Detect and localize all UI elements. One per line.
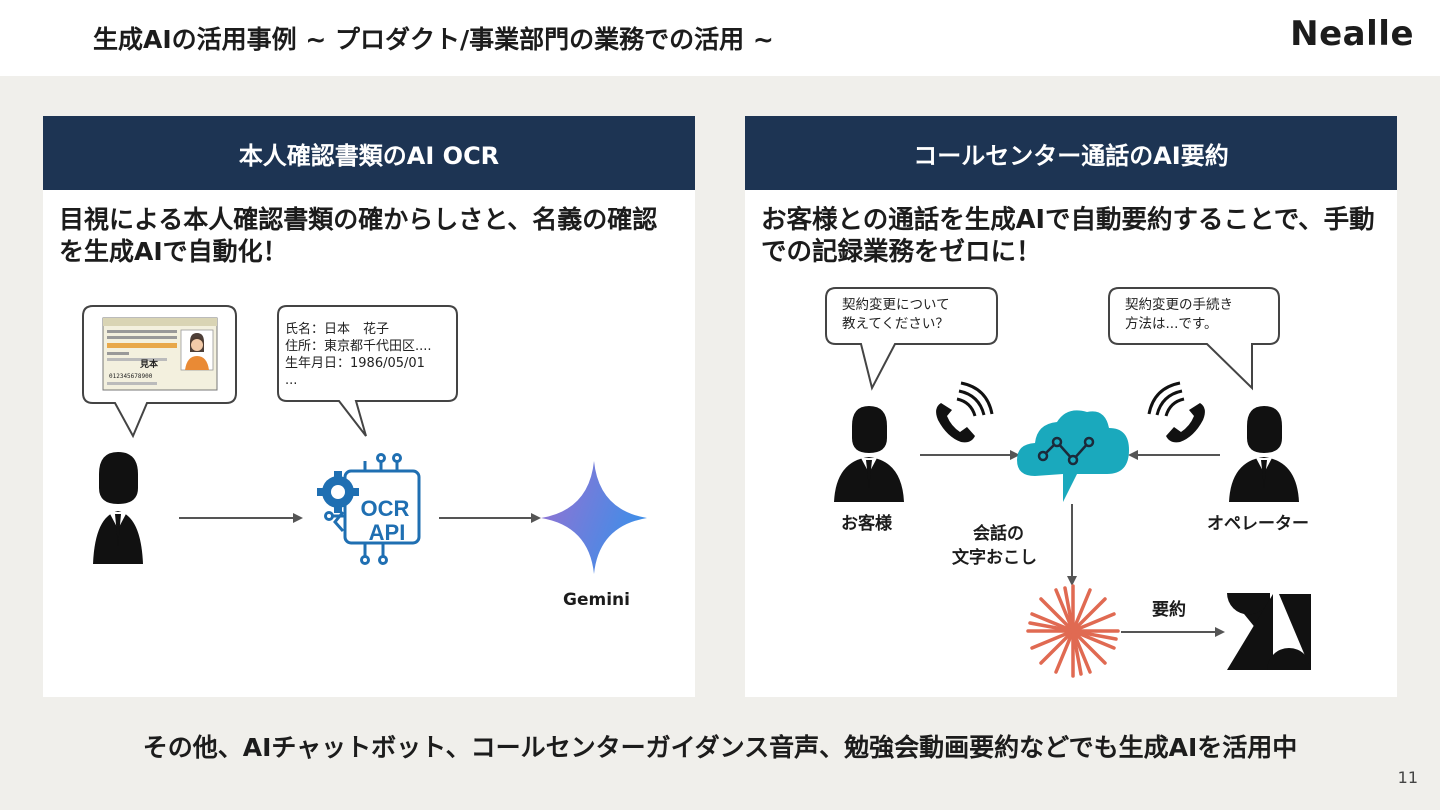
footer-note: その他、AIチャットボット、コールセンターガイダンス音声、勉強会動画要約などでも… [142, 733, 1298, 762]
ocr-api-icon: OCR API [317, 453, 421, 565]
customer-person-icon [834, 406, 904, 502]
panel-header-ai-ocr: 本人確認書類のAI OCR [43, 116, 695, 190]
ai-cloud-icon [1017, 410, 1129, 502]
call-summary-panel: コールセンター通話のAI要約 お客様との通話を生成AIで自動要約することで、手動… [745, 116, 1397, 697]
ocr-result-line-name: 氏名：日本 花子 [285, 322, 390, 337]
ocr-result-line-birthdate: 生年月日：1986/05/01 [285, 356, 425, 371]
user-person-icon [93, 452, 143, 564]
top-bar: 生成AIの活用事例 ~ プロダクト/事業部門の業務での活用 ~ Nealle [0, 0, 1440, 76]
phone-icon-operator [1147, 381, 1205, 443]
id-card-number: 012345678900 [109, 373, 153, 380]
summary-ai-burst-icon [1026, 584, 1120, 678]
customer-label: お客様 [841, 514, 892, 534]
operator-speech-bubble [1108, 287, 1280, 391]
flow-arrows-call [920, 450, 1225, 637]
ocr-icon-label-line2: API [369, 520, 406, 545]
operator-person-icon [1229, 406, 1299, 502]
id-card-sample-text: 見本 [139, 358, 159, 370]
ai-ocr-diagram: 見本 012345678900 [82, 305, 647, 574]
panel-lead-ai-ocr: 目視による本人確認書類の確からしさと、名義の確認を生成AIで自動化！ [59, 205, 658, 266]
customer-bubble-line1: 契約変更について [842, 297, 950, 313]
page-number: 11 [1397, 768, 1418, 787]
operator-bubble-line1: 契約変更の手続き [1125, 297, 1233, 313]
transcription-label-line2: 文字おこし [952, 548, 1037, 568]
summary-label: 要約 [1152, 600, 1186, 620]
id-card-bubble: 見本 012345678900 [82, 305, 237, 439]
flow-arrows-ocr [179, 513, 541, 523]
gemini-label: Gemini [563, 590, 630, 610]
customer-bubble-line2: 教えてください？ [842, 316, 949, 332]
id-card-icon: 見本 012345678900 [102, 317, 218, 391]
gemini-logo-icon [541, 461, 647, 574]
ocr-result-line-address: 住所：東京都千代田区.... [285, 339, 432, 354]
operator-bubble-line2: 方法は...です。 [1125, 316, 1218, 332]
ocr-result-bubble [277, 305, 458, 437]
brand-logo: Nealle [1290, 14, 1414, 54]
phone-icon-customer [936, 381, 994, 443]
panel-lead-call-summary: お客様との通話を生成AIで自動要約することで、手動での記録業務をゼロに！ [761, 205, 1375, 267]
ai-ocr-panel: 本人確認書類のAI OCR 目視による本人確認書類の確からしさと、名義の確認を生… [43, 116, 695, 697]
panel-header-call-summary: コールセンター通話のAI要約 [745, 116, 1397, 190]
call-summary-diagram [825, 287, 1311, 678]
ocr-icon-label-line1: OCR [361, 496, 410, 521]
slide-title: 生成AIの活用事例 ~ プロダクト/事業部門の業務での活用 ~ [93, 25, 774, 54]
zendesk-logo-icon [1227, 593, 1311, 670]
customer-speech-bubble [825, 287, 998, 391]
operator-label: オペレーター [1207, 514, 1309, 534]
ocr-result-line-more: ... [285, 373, 298, 388]
transcription-label-line1: 会話の [973, 524, 1024, 544]
